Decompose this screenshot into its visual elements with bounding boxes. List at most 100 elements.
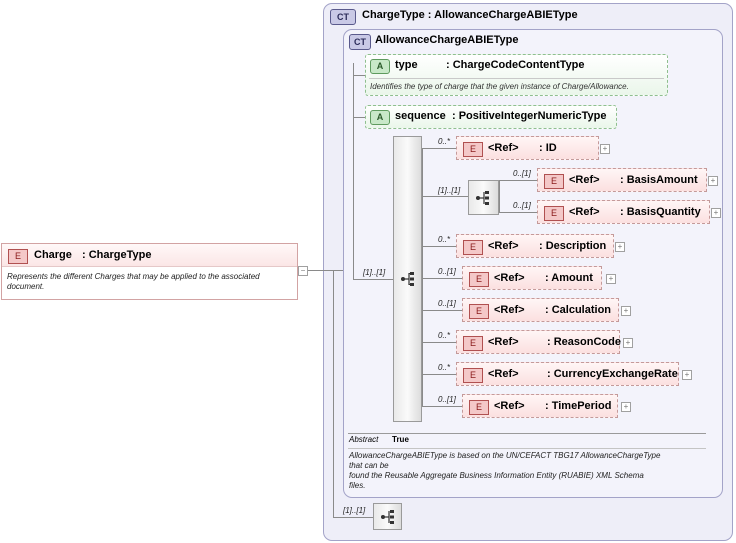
element-amount[interactable]: E <Ref> : Amount [462,266,602,290]
attribute-name: type [395,59,418,71]
attribute-type[interactable]: A type : ChargeCodeContentType Identifie… [365,54,668,96]
complex-type-badge: CT [349,34,371,50]
attribute-type-name: : ChargeCodeContentType [446,59,585,71]
element-cardinality: 0..[1] [513,169,531,178]
element-charge[interactable]: E Charge : ChargeType Represents the dif… [1,243,298,300]
expand-icon[interactable]: + [708,176,718,186]
expand-icon[interactable]: + [623,338,633,348]
abstract-label: Abstract [349,435,379,444]
element-badge: E [469,304,489,319]
element-reasoncode[interactable]: E <Ref> : ReasonCode [456,330,621,354]
element-cardinality: 0..[1] [438,267,456,276]
element-ref: <Ref> [488,142,519,154]
element-name: : TimePeriod [545,400,612,412]
element-description[interactable]: E <Ref> : Description [456,234,614,258]
connector [353,63,354,279]
element-badge: E [469,272,489,287]
divider [348,433,706,434]
sequence-compositor[interactable] [393,136,422,422]
abstract-value: True [392,435,409,444]
expand-icon[interactable]: + [615,242,625,252]
element-cardinality: 0..* [438,235,451,244]
bottom-sequence-compositor[interactable] [373,503,402,530]
element-name: Charge [34,249,72,261]
sequence-cardinality: [1]..[1] [363,268,386,277]
type-documentation: AllowanceChargeABIEType is based on the … [349,451,661,490]
divider [369,78,664,79]
connector [353,279,393,280]
element-ref: <Ref> [494,400,525,412]
attribute-name: sequence [395,110,446,122]
element-ref: <Ref> [494,272,525,284]
connector [499,180,500,212]
attribute-sequence[interactable]: A sequence : PositiveIntegerNumericType [365,105,617,129]
expand-icon[interactable]: + [606,274,616,284]
expand-icon[interactable]: + [711,208,721,218]
attribute-type-name: : PositiveIntegerNumericType [452,110,607,122]
connector [333,517,373,518]
connector [353,117,365,118]
element-type: : ChargeType [82,249,152,261]
connector [422,406,462,407]
element-cardinality: 0..[1] [513,201,531,210]
element-badge: E [463,336,483,351]
connector [499,180,537,181]
element-cardinality: 0..* [438,363,451,372]
divider [348,448,706,449]
attribute-badge: A [370,110,390,125]
element-ref: <Ref> [488,368,519,380]
complex-type-title: AllowanceChargeABIEType [375,34,519,46]
element-basisamount[interactable]: E <Ref> : BasisAmount [537,168,707,192]
element-name: : CurrencyExchangeRate [547,368,678,380]
element-ref: <Ref> [488,336,519,348]
connector [306,270,323,271]
connector [422,246,456,247]
element-ref: <Ref> [488,240,519,252]
connector [333,270,334,517]
element-documentation: Represents the different Charges that ma… [7,272,260,291]
element-calculation[interactable]: E <Ref> : Calculation [462,298,619,322]
attribute-documentation: Identifies the type of charge that the g… [370,82,629,91]
element-currencyexchangerate[interactable]: E <Ref> : CurrencyExchangeRate [456,362,679,386]
sequence-icon [400,271,418,290]
element-badge: E [463,142,483,157]
element-name: : Calculation [545,304,612,316]
element-cardinality: 0..[1] [438,299,456,308]
choice-cardinality: [1]..[1] [438,186,461,195]
element-name: : BasisAmount [620,174,698,186]
collapse-icon[interactable]: − [298,266,308,276]
connector [422,310,462,311]
connector [422,196,468,197]
element-ref: <Ref> [569,206,600,218]
sequence-icon [380,509,398,528]
element-name: : Description [539,240,607,252]
connector [353,75,365,76]
element-basisquantity[interactable]: E <Ref> : BasisQuantity [537,200,710,224]
element-cardinality: 0..* [438,137,451,146]
complex-type-badge: CT [330,9,356,25]
element-badge: E [463,240,483,255]
connector [422,278,462,279]
element-name: : ReasonCode [547,336,621,348]
element-timeperiod[interactable]: E <Ref> : TimePeriod [462,394,618,418]
element-id[interactable]: E <Ref> : ID [456,136,599,160]
expand-icon[interactable]: + [621,402,631,412]
expand-icon[interactable]: + [682,370,692,380]
expand-icon[interactable]: + [621,306,631,316]
element-name: : ID [539,142,557,154]
connector [499,212,537,213]
complex-type-title: ChargeType : AllowanceChargeABIEType [362,9,578,21]
element-badge: E [544,206,564,221]
element-cardinality: 0..[1] [438,395,456,404]
connector [422,148,423,407]
bottom-sequence-cardinality: [1]..[1] [343,506,366,515]
choice-compositor[interactable] [468,180,499,215]
element-cardinality: 0..* [438,331,451,340]
connector [422,148,456,149]
element-badge: E [544,174,564,189]
expand-icon[interactable]: + [600,144,610,154]
element-ref: <Ref> [569,174,600,186]
connector [422,374,456,375]
element-badge: E [463,368,483,383]
sequence-icon [475,190,493,209]
